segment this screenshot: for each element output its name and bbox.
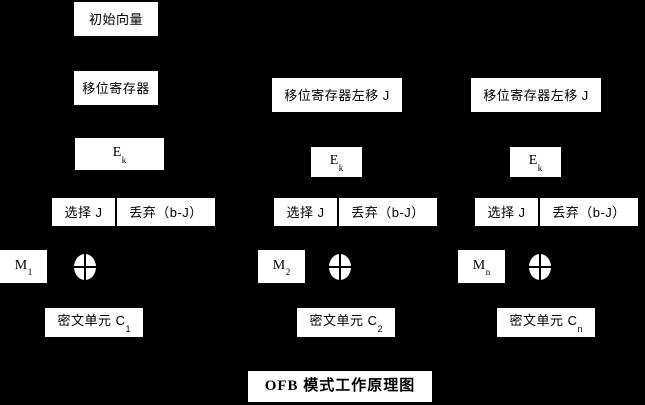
discard-label-1: 丢弃（b-J） [129, 204, 203, 220]
encrypt-label-2: Ek [329, 153, 344, 173]
xor-icon-3 [529, 254, 551, 280]
shift-register-box-1: 移位寄存器 [74, 71, 158, 105]
diagram-title: OFB 模式工作原理图 [264, 378, 416, 394]
encrypt-label-sub-1: k [121, 154, 127, 165]
encrypt-box-3: Ek [510, 147, 561, 177]
plaintext-box-3: Mn [458, 250, 505, 283]
ciphertext-box-2: 密文单元 C2 [297, 308, 395, 337]
discard-label-3: 丢弃（b-J） [552, 204, 626, 220]
plaintext-label-3: Mn [472, 257, 491, 278]
discard-label-2: 丢弃（b-J） [351, 204, 425, 220]
ciphertext-label-3: 密文单元 Cn [509, 313, 583, 334]
ciphertext-label-2: 密文单元 C2 [309, 313, 383, 334]
select-box-3: 选择 J [475, 198, 538, 226]
ciphertext-label-1: 密文单元 C1 [57, 313, 131, 334]
ciphertext-box-1: 密文单元 C1 [45, 308, 143, 337]
encrypt-label-sub-2: k [338, 162, 344, 173]
shift-register-box-2: 移位寄存器左移 J [272, 78, 402, 112]
select-label-1: 选择 J [64, 204, 103, 220]
select-box-1: 选择 J [52, 198, 115, 226]
plaintext-label-1: M1 [14, 257, 33, 278]
ciphertext-label-sub-3: n [577, 323, 583, 334]
plaintext-label-sub-1: 1 [27, 267, 33, 278]
shift-register-box-3: 移位寄存器左移 J [471, 78, 601, 112]
ciphertext-label-sub-2: 2 [377, 323, 383, 334]
diagram-title-box: OFB 模式工作原理图 [248, 371, 432, 402]
encrypt-box-2: Ek [311, 147, 362, 177]
plaintext-label-sub-2: 2 [285, 267, 291, 278]
xor-icon-1 [74, 254, 96, 280]
discard-box-1: 丢弃（b-J） [117, 198, 215, 226]
encrypt-label-3: Ek [528, 153, 543, 173]
xor-icon-2 [329, 254, 351, 280]
select-label-3: 选择 J [487, 204, 526, 220]
shift-register-label-3: 移位寄存器左移 J [483, 87, 589, 103]
plaintext-label-sub-3: n [485, 267, 491, 278]
select-label-2: 选择 J [286, 204, 325, 220]
discard-box-2: 丢弃（b-J） [339, 198, 437, 226]
discard-box-3: 丢弃（b-J） [540, 198, 638, 226]
encrypt-label-sub-3: k [537, 162, 543, 173]
ciphertext-box-3: 密文单元 Cn [497, 308, 595, 337]
plaintext-box-1: M1 [0, 250, 47, 283]
plaintext-box-2: M2 [258, 250, 305, 283]
shift-register-label-2: 移位寄存器左移 J [284, 87, 390, 103]
shift-register-label-1: 移位寄存器 [82, 80, 150, 96]
ciphertext-label-sub-1: 1 [125, 323, 131, 334]
encrypt-label-1: Ek [112, 145, 127, 165]
select-box-2: 选择 J [274, 198, 337, 226]
initial-vector-box: 初始向量 [74, 2, 158, 36]
encrypt-box-1: Ek [75, 138, 164, 170]
initial-vector-label: 初始向量 [88, 11, 143, 27]
plaintext-label-2: M2 [272, 257, 291, 278]
